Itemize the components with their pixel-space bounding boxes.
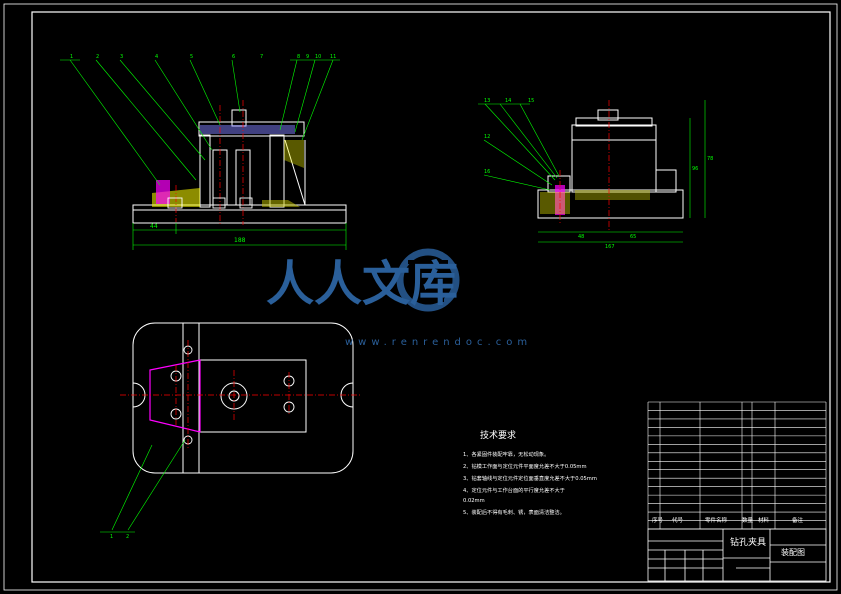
side-callout-labels: 12 13 14 15 16 [484, 98, 534, 175]
side-drill-bushing [597, 109, 619, 121]
watermark-logo [396, 248, 460, 312]
title-block-name: 钻孔夹具 [730, 536, 766, 548]
callout-1: 1 [70, 54, 73, 60]
side-centerlines [559, 100, 610, 230]
tech-req-item-4-cont: 0.02mm [463, 498, 485, 504]
side-leaders [478, 103, 560, 191]
top-callout-2: 2 [126, 534, 129, 540]
front-hatch-green [262, 200, 300, 207]
front-dim-44: 44 [150, 223, 158, 230]
front-dimensions [132, 223, 347, 250]
title-block [647, 528, 827, 582]
top-callout-labels: 1 2 [110, 534, 129, 540]
front-left-post [199, 134, 211, 208]
front-workpiece [200, 125, 295, 134]
callout-8: 8 [297, 54, 300, 60]
front-bolts [167, 197, 253, 209]
parts-list-grid [647, 401, 827, 530]
side-dim-65: 65 [630, 234, 636, 240]
tech-req-list: 1、各紧固件装配牢靠，无松动现象。 2、钻模工作面与定位元件平面度允差不大于0.… [463, 450, 597, 516]
side-right-block [655, 169, 677, 193]
tech-req-item-2: 2、钻模工作面与定位元件平面度允差不大于0.05mm [463, 462, 587, 470]
side-dimensions [538, 100, 706, 243]
side-dim-167: 167 [605, 244, 615, 250]
tech-req-title: 技术要求 [480, 429, 516, 441]
tech-req-item-4: 4、定位元件与工作台面的平行度允差不大于 [463, 486, 565, 494]
side-view [537, 109, 684, 219]
top-base-outline [132, 322, 354, 474]
callout-11: 11 [330, 54, 336, 60]
front-callout-labels: 1 2 3 4 5 6 7 8 9 10 11 [70, 54, 336, 60]
top-part-magenta [149, 359, 201, 433]
callout-10: 10 [315, 54, 321, 60]
callout-9: 9 [306, 54, 309, 60]
side-dim-78: 78 [707, 156, 713, 162]
side-hatch-yellow [540, 192, 570, 214]
side-dim-48: 48 [578, 234, 584, 240]
callout-7: 7 [260, 54, 263, 60]
callout-13: 13 [484, 98, 490, 104]
side-hatch-green [575, 190, 650, 200]
outer-frame [3, 3, 838, 591]
top-slider-plate [199, 359, 307, 433]
callout-6: 6 [232, 54, 235, 60]
side-base [537, 189, 684, 219]
inner-frame [31, 11, 831, 583]
callout-14: 14 [505, 98, 511, 104]
watermark-text: 人人文库 [266, 256, 458, 312]
tech-req-item-5: 5、装配后不得有毛刺、锈，表面清洁整洁。 [463, 508, 565, 516]
title-block-drawing-type: 装配图 [781, 547, 805, 557]
callout-5: 5 [190, 54, 193, 60]
top-view [132, 322, 354, 474]
side-body [571, 124, 657, 193]
front-leaders [60, 59, 340, 186]
header-remark: 备注 [792, 516, 804, 524]
header-qty: 数量 [742, 516, 754, 524]
tech-req-item-3: 3、钻套轴线与定位元件定位面垂直度允差不大于0.05mm [463, 474, 597, 482]
callout-3: 3 [120, 54, 123, 60]
front-clamp-hatch [284, 140, 304, 168]
callout-16: 16 [484, 169, 490, 175]
side-dim-96: 96 [692, 166, 698, 172]
parts-list-header: 序号 代号 零件名称 数量 材料 备注 [652, 516, 804, 524]
front-dim-188: 188 [234, 237, 246, 244]
tech-req-item-1: 1、各紧固件装配牢靠，无松动现象。 [463, 450, 549, 458]
callout-2: 2 [96, 54, 99, 60]
callout-12: 12 [484, 134, 490, 140]
front-drill-bushing [231, 109, 247, 127]
header-code: 代号 [672, 516, 684, 524]
header-name: 零件名称 [705, 516, 728, 524]
header-seq: 序号 [652, 516, 664, 524]
front-right-post [269, 134, 285, 208]
top-centerlines [120, 340, 360, 450]
callout-15: 15 [528, 98, 534, 104]
top-leaders [100, 439, 186, 533]
watermark-url: www.renrendoc.com [345, 337, 532, 348]
top-callout-1: 1 [110, 534, 113, 540]
side-top-cap [575, 117, 653, 127]
header-material: 材料 [758, 516, 770, 524]
front-part-magenta [156, 180, 170, 204]
front-base [132, 204, 347, 224]
callout-4: 4 [155, 54, 158, 60]
